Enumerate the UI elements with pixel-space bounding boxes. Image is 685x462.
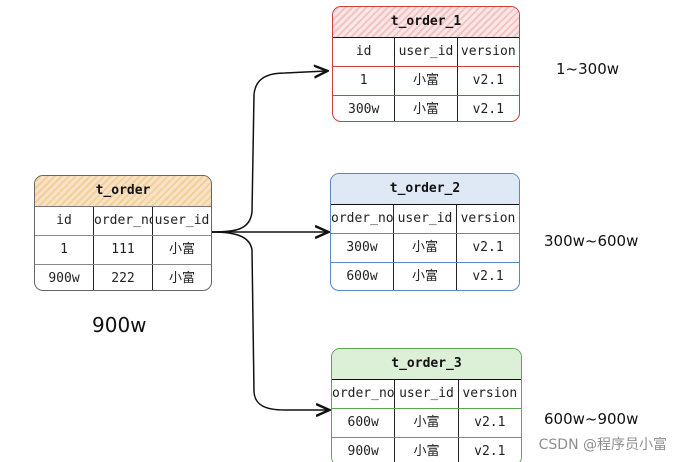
- arrow-to-t-order-1: [211, 71, 326, 233]
- table-cell: 900w: [48, 271, 80, 286]
- table-header-row: id user_id version: [333, 38, 519, 66]
- table-row: 900w 222 小富: [35, 264, 211, 290]
- shard-table-t-order-3: t_order_3 order_no user_id version 600w …: [331, 348, 522, 462]
- column-header: user_id: [394, 38, 456, 66]
- column-header: order_no: [332, 386, 395, 401]
- table-cell: 小富: [394, 438, 457, 462]
- column-header: user_id: [393, 205, 456, 233]
- column-header: id: [56, 213, 72, 228]
- table-cell: 600w: [346, 269, 378, 284]
- table-cell: 300w: [346, 240, 378, 255]
- table-title: t_order: [35, 176, 211, 207]
- total-rows-label: 900w: [92, 313, 147, 337]
- shard-table-t-order-1: t_order_1 id user_id version 1 小富 v2.1 3…: [332, 6, 520, 122]
- table-header-row: order_no user_id version: [331, 205, 519, 233]
- table-cell: v2.1: [456, 263, 519, 290]
- table-title: t_order_3: [332, 349, 521, 380]
- table-header-row: id order_no user_id: [35, 207, 211, 235]
- column-header: user_id: [394, 380, 457, 408]
- column-header: id: [355, 44, 372, 59]
- table-cell: 111: [93, 236, 152, 264]
- table-row: 1 111 小富: [35, 235, 211, 264]
- arrow-to-t-order-3: [211, 231, 328, 410]
- table-cell: 小富: [152, 265, 211, 290]
- source-table-t-order: t_order id order_no user_id 1 111 小富 900…: [34, 175, 212, 291]
- table-row: 600w 小富 v2.1: [332, 408, 521, 437]
- table-cell: 222: [93, 265, 152, 290]
- table-cell: 小富: [394, 67, 456, 95]
- table-cell: v2.1: [457, 409, 521, 437]
- column-header: version: [456, 205, 519, 233]
- table-cell: 600w: [347, 415, 379, 430]
- table-cell: v2.1: [456, 234, 519, 262]
- table-row: 300w 小富 v2.1: [333, 95, 519, 121]
- table-row: 900w 小富 v2.1: [332, 437, 521, 462]
- table-cell: 1: [60, 242, 68, 257]
- table-cell: 小富: [393, 263, 456, 290]
- table-cell: 小富: [394, 409, 457, 437]
- table-cell: v2.1: [457, 438, 521, 462]
- table-header-row: order_no user_id version: [332, 380, 521, 408]
- column-header: user_id: [152, 207, 211, 235]
- shard-range-label: 300w~600w: [544, 232, 639, 250]
- table-cell: 小富: [394, 96, 456, 121]
- table-cell: v2.1: [456, 96, 519, 121]
- table-cell: 300w: [348, 102, 380, 117]
- shard-range-label: 1~300w: [556, 60, 620, 78]
- table-cell: 小富: [393, 234, 456, 262]
- table-title: t_order_1: [333, 7, 519, 38]
- table-row: 1 小富 v2.1: [333, 66, 519, 95]
- table-cell: 小富: [152, 236, 211, 264]
- table-row: 600w 小富 v2.1: [331, 262, 519, 290]
- column-header: order_no: [331, 211, 393, 226]
- column-header: version: [457, 380, 521, 408]
- table-cell: 900w: [347, 444, 379, 459]
- shard-table-t-order-2: t_order_2 order_no user_id version 300w …: [330, 173, 520, 291]
- watermark: CSDN @程序员小富: [538, 437, 667, 453]
- shard-range-label: 600w~900w: [544, 410, 639, 428]
- column-header: order_no: [93, 207, 152, 235]
- table-row: 300w 小富 v2.1: [331, 233, 519, 262]
- table-cell: v2.1: [456, 67, 519, 95]
- table-title: t_order_2: [331, 174, 519, 205]
- table-cell: 1: [359, 73, 368, 88]
- column-header: version: [456, 38, 519, 66]
